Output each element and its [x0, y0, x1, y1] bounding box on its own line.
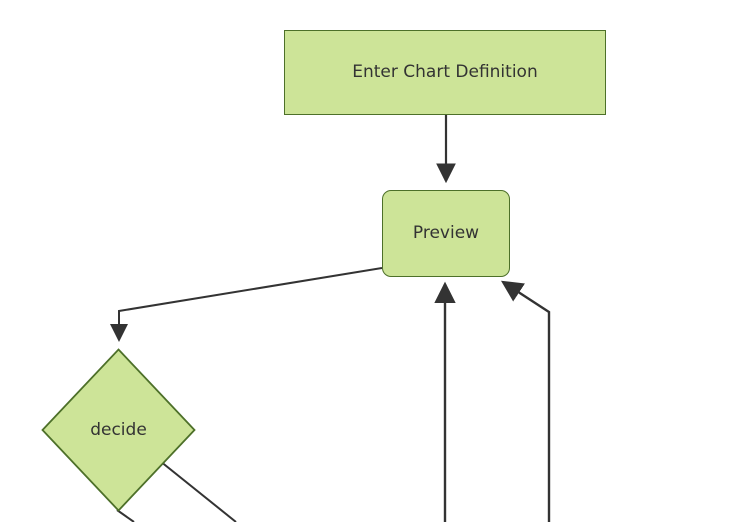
node-preview-label: Preview — [412, 223, 480, 244]
edge-decide-to-offscreen-right — [159, 460, 237, 522]
node-enter-chart-definition[interactable]: Enter Chart Definition — [284, 30, 606, 115]
edge-bottom-right-to-preview — [500, 280, 551, 522]
node-enter-chart-definition-label: Enter Chart Definition — [352, 62, 538, 83]
edge-decide-to-offscreen-left — [116, 509, 135, 522]
edge-preview-to-decide — [110, 267, 383, 342]
node-preview[interactable]: Preview — [382, 190, 510, 277]
decide-diamond-shape — [41, 348, 196, 512]
node-decide[interactable]: decide — [41, 348, 196, 512]
